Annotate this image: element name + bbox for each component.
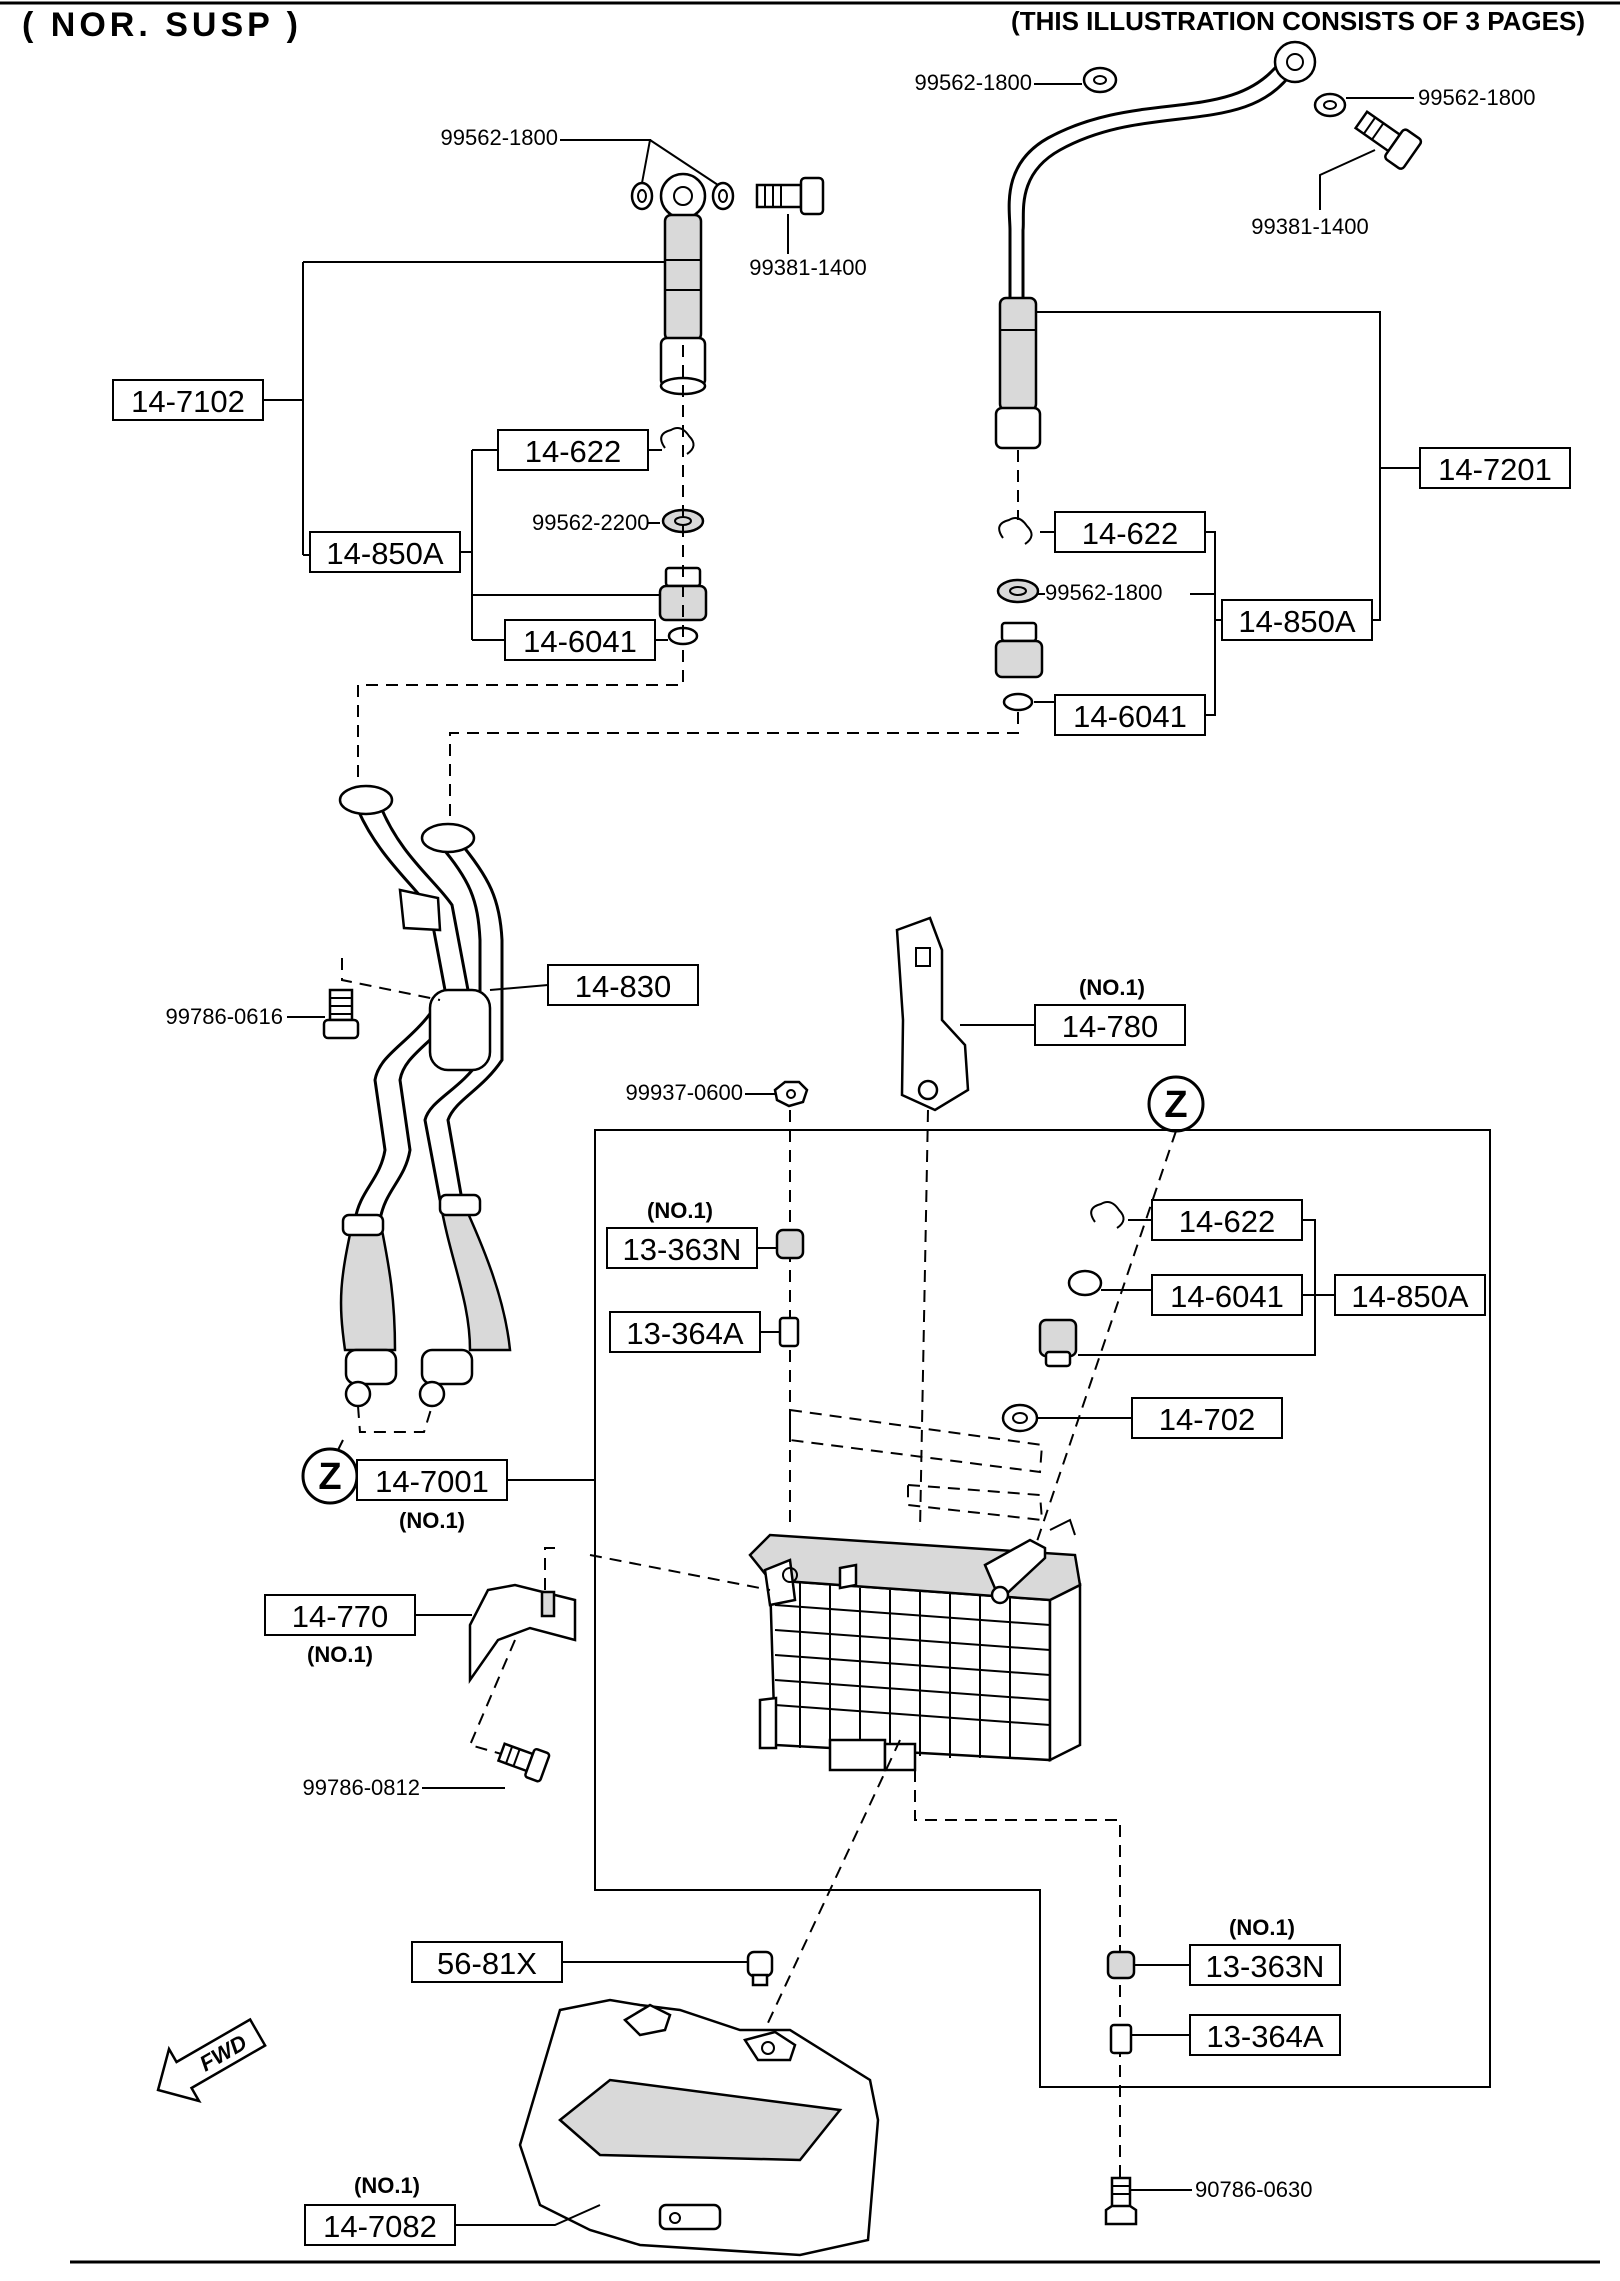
zone-marker-b: Z (1147, 1075, 1205, 1133)
callout-left-clip: 14-622 (525, 434, 622, 469)
washer-icon (1001, 1403, 1039, 1433)
callout-insulator-2: 13-363N (1206, 1949, 1325, 1984)
callout-cooler-fitting-set: 14-850A (1351, 1279, 1469, 1314)
bracket-dash (919, 1109, 929, 1531)
clip-icon (660, 427, 695, 455)
cooler-bracket-top (895, 916, 970, 1112)
callout-right-fitting-set: 14-850A (1238, 604, 1356, 639)
callout-right-clip: 14-622 (1082, 516, 1179, 551)
callout-oil-cooler: 14-7001 (375, 1464, 489, 1499)
callout-top-right-washer-a: 99562-1800 (915, 70, 1032, 95)
collar-icon (1109, 2023, 1133, 2055)
left-hose-assembly (630, 172, 825, 646)
fwd-arrow-icon: FWD (156, 2017, 267, 2103)
banjo-bolt-icon (1353, 109, 1423, 170)
cooler-bracket-side (468, 1583, 577, 1684)
callout-right-hose-assy: 14-7201 (1438, 452, 1552, 487)
callout-top-right-washer-b: 99562-1800 (1418, 85, 1535, 110)
callout-box-left-fitting-set (309, 531, 461, 573)
pipe-bolt-icon (322, 988, 360, 1040)
cooler-group-frame (594, 1129, 1491, 2088)
callout-box-pipe-assy (547, 964, 699, 1006)
right-hose-assembly (994, 40, 1423, 712)
collar-icon (778, 1316, 800, 1348)
under-cover (518, 1998, 880, 2257)
callout-cooler-bracket: 14-770 (292, 1599, 389, 1634)
banjo-bolt-icon (755, 176, 825, 216)
callout-box-bracket (1034, 1004, 1186, 1046)
callout-right-washer: 99562-1800 (1045, 580, 1162, 605)
bottom-bolt-icon (1104, 2176, 1138, 2226)
callout-box-cooler-clip (1151, 1199, 1303, 1241)
callout-box-cover (304, 2204, 456, 2246)
callout-box-oil-cooler (356, 1459, 508, 1501)
callout-left-washer: 99562-2200 (532, 510, 649, 535)
callout-cover: 14-7082 (323, 2209, 437, 2244)
callout-left-hose-assy: 14-7102 (131, 384, 245, 419)
callout-box-right-oring (1054, 694, 1206, 736)
washer-icon (996, 578, 1040, 604)
callout-box-collar-1 (609, 1311, 761, 1353)
insulator-icon (1106, 1950, 1136, 1980)
callout-cooler-clip: 14-622 (1179, 1204, 1276, 1239)
callout-bracket-note: (NO.1) (1079, 975, 1145, 1000)
clip-icon (1090, 1201, 1125, 1229)
callout-pipe-bolt: 99786-0616 (166, 1004, 283, 1029)
oil-pipe-assembly (338, 784, 512, 1433)
clip-icon (998, 517, 1033, 545)
callout-cover-note: (NO.1) (354, 2173, 420, 2198)
callout-collar-1: 13-364A (626, 1316, 744, 1351)
callout-nut-top: 99937-0600 (626, 1080, 743, 1105)
section-title: ( NOR. SUSP ) (22, 6, 302, 44)
leader-left-dash (357, 650, 684, 780)
cover-clip-icon (746, 1950, 774, 1987)
callout-right-oring: 14-6041 (1073, 699, 1187, 734)
zone-marker-a: Z (301, 1447, 359, 1505)
callout-insulator-1-note: (NO.1) (647, 1198, 713, 1223)
callout-top-left-washer: 99562-1800 (441, 125, 558, 150)
bottom-bolt-dash (914, 1770, 1121, 2200)
callout-oil-cooler-note: (NO.1) (399, 1508, 465, 1533)
callout-left-fitting-set: 14-850A (326, 536, 444, 571)
hex-nut-icon (773, 1080, 809, 1108)
callout-collar-2: 13-364A (1206, 2019, 1324, 2054)
callout-box-cooler-washer (1131, 1397, 1283, 1439)
callout-cooler-bracket-bolt: 99786-0812 (303, 1775, 420, 1800)
oil-cooler-core (748, 1408, 1082, 1772)
leader-right-dash (449, 712, 1019, 820)
callout-top-left-bolt: 99381-1400 (749, 255, 866, 280)
bracket-bolt-icon (496, 1742, 551, 1783)
callout-cover-clip: 56-81X (437, 1946, 537, 1981)
svg-text:Z: Z (318, 1456, 341, 1498)
callout-box-insulator-2 (1189, 1944, 1341, 1986)
callout-cooler-washer: 14-702 (1159, 1402, 1256, 1437)
callout-pipe-assy: 14-830 (575, 969, 672, 1004)
callout-left-oring: 14-6041 (523, 624, 637, 659)
callout-insulator-2-note: (NO.1) (1229, 1915, 1295, 1940)
callout-box-cover-clip (411, 1941, 563, 1983)
callout-box-left-hose-assy (112, 379, 264, 421)
o-ring-icon (1067, 1269, 1103, 1297)
callout-bracket: 14-780 (1062, 1009, 1159, 1044)
callout-cooler-bracket-note: (NO.1) (307, 1642, 373, 1667)
pipe-bolt-dash (341, 958, 441, 1001)
fitting-icon (1038, 1318, 1078, 1368)
callout-top-right-bolt: 99381-1400 (1251, 214, 1368, 239)
svg-text:Z: Z (1164, 1084, 1187, 1126)
cover-dash (759, 1739, 901, 2041)
pages-note: (THIS ILLUSTRATION CONSISTS OF 3 PAGES) (1011, 6, 1585, 36)
insulator-icon (775, 1228, 805, 1260)
callout-cooler-oring: 14-6041 (1170, 1279, 1284, 1314)
callout-box-insulator-1 (606, 1227, 758, 1269)
o-ring-icon (1002, 692, 1034, 712)
callout-bottom-bolt: 90786-0630 (1195, 2177, 1312, 2202)
callout-insulator-1: 13-363N (623, 1232, 742, 1267)
callout-box-cooler-fitting-set (1334, 1274, 1486, 1316)
